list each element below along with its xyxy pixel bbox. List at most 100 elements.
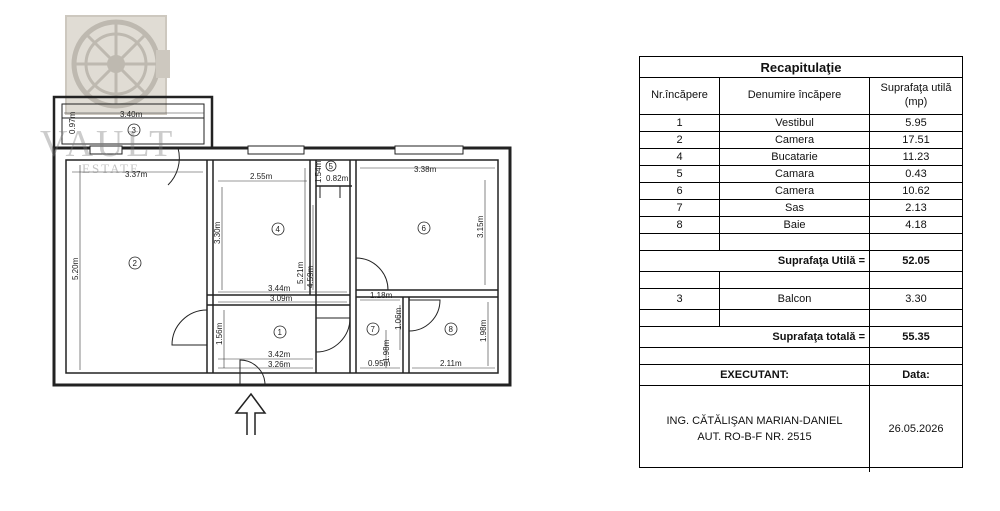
cell-nr: 7 bbox=[640, 200, 720, 216]
room-marker-5: 5 bbox=[325, 160, 337, 172]
recap-title: Recapitulaţie bbox=[640, 57, 962, 78]
room-markers: 1 2 3 4 5 6 7 8 bbox=[127, 123, 458, 339]
floor-plan: 3.40m 0.97m 3.37m 5.20m 2.55m 3.30m 0.82… bbox=[52, 15, 512, 435]
room-marker-7: 7 bbox=[366, 322, 380, 336]
cell-nr: 2 bbox=[640, 132, 720, 148]
dim-mid-height-2: 4.59m bbox=[306, 265, 315, 288]
dim-room1-height: 1.56m bbox=[215, 322, 224, 345]
cell-area: 10.62 bbox=[902, 185, 930, 197]
table-row-empty bbox=[640, 348, 962, 365]
room-marker-2: 2 bbox=[128, 256, 142, 270]
cell-empty bbox=[720, 310, 870, 326]
table-row: 3 Balcon 3.30 bbox=[640, 289, 962, 310]
svg-text:8: 8 bbox=[449, 325, 454, 334]
vault-wheel-icon bbox=[65, 15, 170, 115]
dimension-labels: 3.40m 0.97m 3.37m 5.20m 2.55m 3.30m 0.82… bbox=[68, 110, 488, 369]
total-area-row: Suprafaţa totală = 55.35 bbox=[640, 327, 962, 348]
recap-table: Recapitulaţie Nr.încăpere Denumire încăp… bbox=[639, 56, 963, 472]
date-value: 26.05.2026 bbox=[888, 423, 944, 435]
cell-empty bbox=[640, 234, 720, 250]
dim-sas-height-1: 1.06m bbox=[394, 307, 403, 330]
cell-empty bbox=[870, 348, 962, 364]
dim-room2-width: 3.37m bbox=[125, 170, 148, 179]
dim-balcony-width: 3.40m bbox=[120, 110, 143, 119]
dim-room5-width: 0.82m bbox=[326, 174, 349, 183]
executant-body-row: ING. CĂTĂLIŞAN MARIAN-DANIEL AUT. RO-B-F… bbox=[640, 386, 962, 472]
svg-text:1: 1 bbox=[278, 328, 283, 337]
dim-room1-width-1: 3.42m bbox=[268, 350, 291, 359]
cell-name: Balcon bbox=[720, 289, 870, 309]
cell-empty bbox=[720, 272, 870, 288]
cell-empty bbox=[640, 348, 870, 364]
cell-area: 17.51 bbox=[902, 134, 930, 146]
cell-empty bbox=[640, 310, 720, 326]
cell-name: Sas bbox=[720, 200, 870, 216]
svg-text:3: 3 bbox=[132, 126, 137, 135]
dim-balcony-height: 0.97m bbox=[68, 111, 77, 134]
room-marker-1: 1 bbox=[273, 325, 287, 339]
cell-nr: 6 bbox=[640, 183, 720, 199]
dim-room4-width: 2.55m bbox=[250, 172, 273, 181]
cell-nr: 8 bbox=[640, 217, 720, 233]
executant-name: ING. CĂTĂLIŞAN MARIAN-DANIEL bbox=[666, 414, 843, 427]
table-row: 5 Camara 0.43 bbox=[640, 166, 962, 183]
dim-room6-height: 3.15m bbox=[476, 215, 485, 238]
useful-area-label: Suprafaţa Utilă = bbox=[640, 251, 870, 271]
cell-area: 2.13 bbox=[905, 202, 927, 214]
cell-nr: 3 bbox=[640, 289, 720, 309]
dim-sas-width-2: 0.95m bbox=[368, 359, 391, 368]
svg-text:2: 2 bbox=[133, 259, 138, 268]
header-room-name: Denumire încăpere bbox=[720, 78, 870, 114]
cell-name: Baie bbox=[720, 217, 870, 233]
cell-nr: 4 bbox=[640, 149, 720, 165]
cell-area: 4.18 bbox=[905, 219, 927, 231]
room-marker-8: 8 bbox=[444, 322, 458, 336]
header-room-number: Nr.încăpere bbox=[640, 78, 720, 114]
cell-area: 0.43 bbox=[905, 168, 927, 180]
cell-nr: 5 bbox=[640, 166, 720, 182]
svg-text:5: 5 bbox=[329, 162, 334, 171]
cell-empty bbox=[720, 234, 870, 250]
cell-empty bbox=[870, 234, 962, 250]
room-marker-3: 3 bbox=[127, 123, 141, 137]
cell-name: Camara bbox=[720, 166, 870, 182]
executant-authorization: AUT. RO-B-F NR. 2515 bbox=[697, 431, 812, 443]
useful-area-row: Suprafaţa Utilă = 52.05 bbox=[640, 251, 962, 272]
useful-area-value: 52.05 bbox=[902, 255, 930, 267]
door-swings bbox=[140, 147, 441, 386]
dim-corridor-width-1: 3.44m bbox=[268, 284, 291, 293]
cell-name: Camera bbox=[720, 132, 870, 148]
table-row: 2 Camera 17.51 bbox=[640, 132, 962, 149]
table-row: 7 Sas 2.13 bbox=[640, 200, 962, 217]
total-area-label: Suprafaţa totală = bbox=[640, 327, 870, 347]
table-row: 8 Baie 4.18 bbox=[640, 217, 962, 234]
cell-name: Bucatarie bbox=[720, 149, 870, 165]
cell-empty bbox=[870, 272, 962, 288]
dim-bath-height: 1.98m bbox=[479, 319, 488, 342]
room-marker-4: 4 bbox=[271, 222, 285, 236]
dim-sas-height-2: 1.98m bbox=[382, 339, 391, 362]
entrance-arrow-icon bbox=[234, 392, 267, 435]
cell-nr: 1 bbox=[640, 115, 720, 131]
dim-corridor-width-2: 3.09m bbox=[270, 294, 293, 303]
dim-room6-width: 3.38m bbox=[414, 165, 437, 174]
cell-name: Camera bbox=[720, 183, 870, 199]
table-row-empty bbox=[640, 272, 962, 289]
table-row: 1 Vestibul 5.95 bbox=[640, 115, 962, 132]
svg-text:6: 6 bbox=[422, 224, 427, 233]
executant-info: ING. CĂTĂLIŞAN MARIAN-DANIEL AUT. RO-B-F… bbox=[640, 386, 870, 472]
date-label: Data: bbox=[902, 369, 930, 381]
cell-area: 3.30 bbox=[905, 293, 927, 305]
svg-text:7: 7 bbox=[371, 325, 376, 334]
dimension-lines bbox=[64, 112, 495, 370]
svg-text:4: 4 bbox=[276, 225, 281, 234]
total-area-value: 55.35 bbox=[902, 331, 930, 343]
cell-area: 5.95 bbox=[905, 117, 927, 129]
table-row: 6 Camera 10.62 bbox=[640, 183, 962, 200]
windows bbox=[89, 145, 464, 155]
dim-sas-width-1: 1.18m bbox=[370, 291, 393, 300]
room-marker-6: 6 bbox=[417, 221, 431, 235]
watermark-brand: VAULT bbox=[40, 123, 176, 165]
watermark-sub: ESTATE bbox=[82, 161, 140, 176]
executant-label: EXECUTANT: bbox=[640, 365, 870, 385]
